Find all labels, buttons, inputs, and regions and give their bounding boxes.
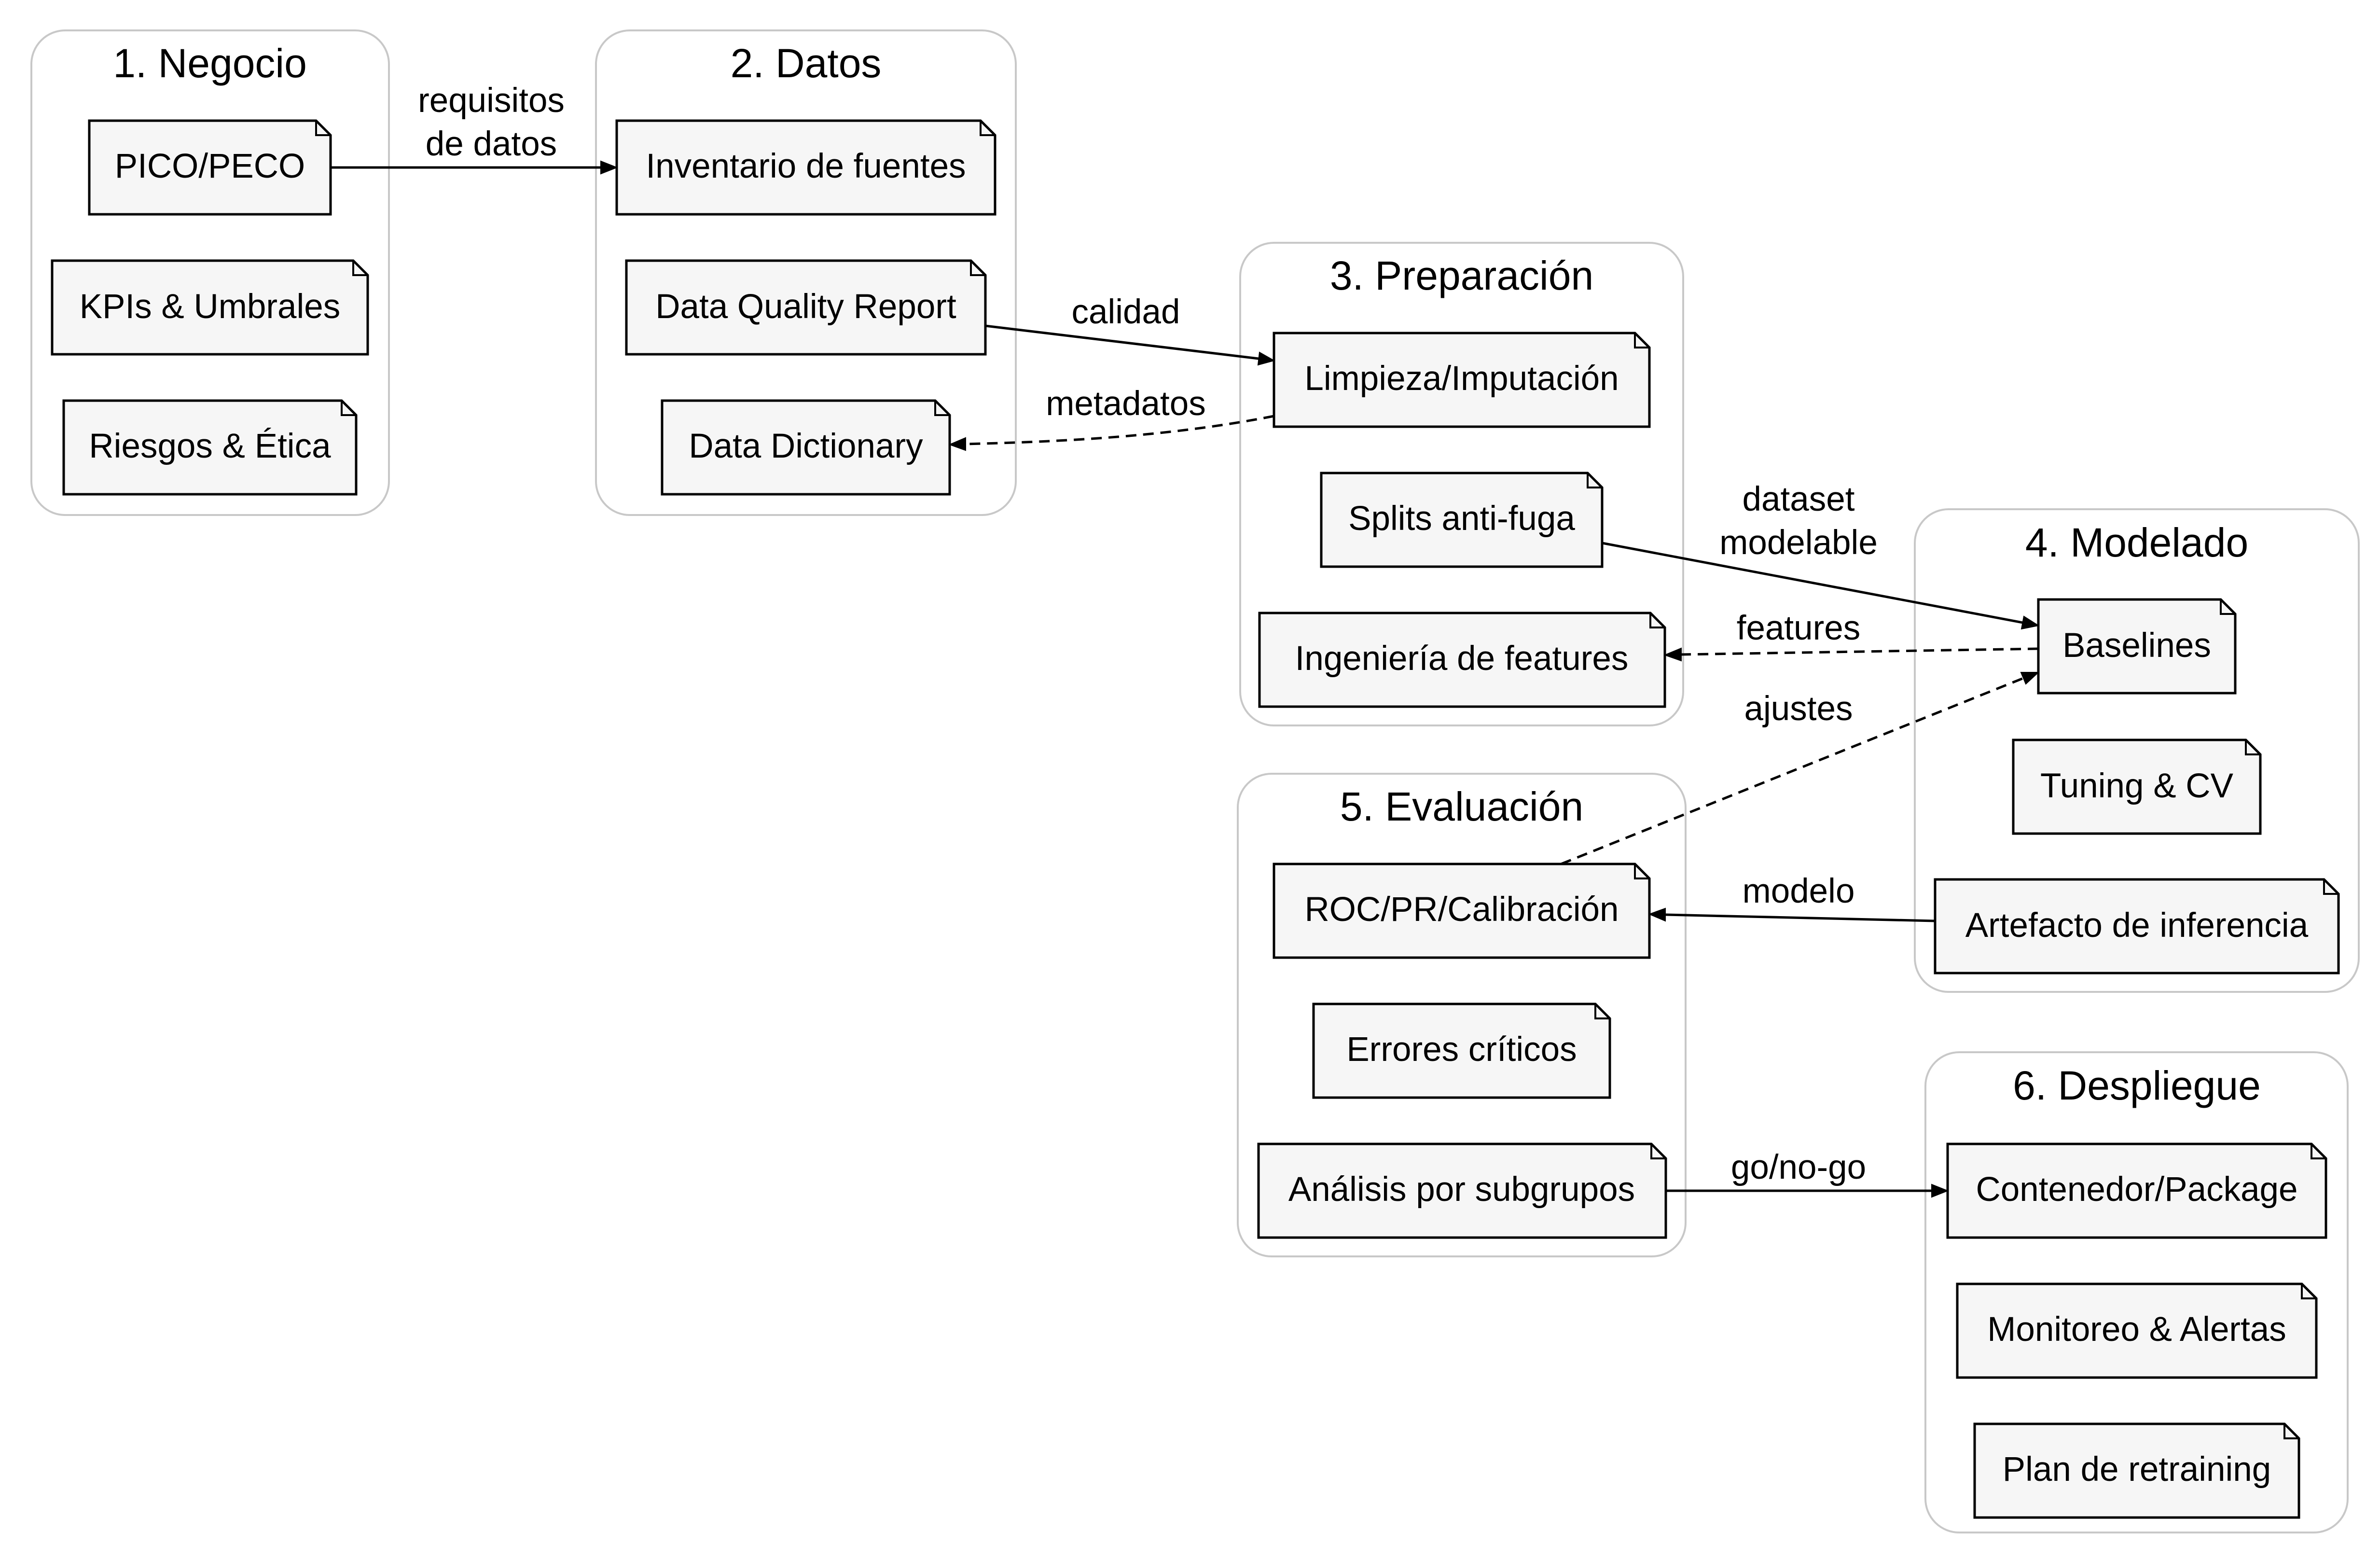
node-label-contenedor: Contenedor/Package [1976,1170,2297,1209]
node-monitoreo: Monitoreo & Alertas [1956,1282,2318,1379]
node-label-dqr: Data Quality Report [655,288,956,326]
edge-label-ajustes: ajustes [1744,690,1853,728]
node-baselines: Baselines [2037,598,2237,695]
edge-label-gonogo: go/no-go [1731,1148,1866,1186]
node-kpis: KPIs & Umbrales [51,259,369,356]
node-retraining: Plan de retraining [1973,1422,2300,1519]
edge-label-metadatos: metadatos [1046,385,1206,423]
node-label-baselines: Baselines [2062,627,2211,665]
node-limpieza: Limpieza/Imputación [1273,332,1651,428]
node-splits: Splits anti-fuga [1320,472,1604,568]
node-label-limpieza: Limpieza/Imputación [1304,360,1619,398]
node-label-roc: ROC/PR/Calibración [1304,891,1619,929]
node-label-kpis: KPIs & Umbrales [80,288,341,326]
node-label-dictionary: Data Dictionary [689,427,923,465]
edge-calidad: calidad [985,293,1275,366]
node-label-pico: PICO/PECO [115,147,305,185]
edge-ajustes: ajustes [1561,672,2040,865]
edge-label-modelo: modelo [1743,872,1855,910]
cluster-title-datos: 2. Datos [731,41,882,86]
edge-requisitos: requisitos de datos [331,82,618,175]
node-riesgos: Riesgos & Ética [62,399,358,496]
node-label-subgrupos: Análisis por subgrupos [1288,1170,1635,1209]
node-label-ingenieria: Ingeniería de features [1295,640,1629,678]
node-subgrupos: Análisis por subgrupos [1257,1142,1667,1239]
edge-label-calidad: calidad [1072,293,1180,331]
node-label-errores: Errores críticos [1346,1031,1577,1069]
node-roc: ROC/PR/Calibración [1273,863,1651,959]
edge-features: features [1663,609,2039,662]
node-dictionary: Data Dictionary [661,399,951,496]
edge-label-requisitos-line1: requisitos [418,82,565,120]
edge-gonogo: go/no-go [1666,1148,1949,1198]
cluster-title-negocio: 1. Negocio [113,41,307,86]
edge-modelo: modelo [1648,872,1936,922]
node-label-retraining: Plan de retraining [2003,1450,2271,1489]
node-label-monitoreo: Monitoreo & Alertas [1987,1310,2286,1349]
node-label-riesgos: Riesgos & Ética [89,427,331,465]
node-contenedor: Contenedor/Package [1946,1142,2327,1239]
node-ingenieria: Ingeniería de features [1258,612,1666,708]
node-dqr: Data Quality Report [625,259,987,356]
node-label-splits: Splits anti-fuga [1348,500,1575,538]
node-pico: PICO/PECO [88,119,332,216]
node-errores: Errores críticos [1312,1003,1611,1099]
edge-label-dataset-line2: modelable [1719,524,1878,562]
cluster-title-preparacion: 3. Preparación [1330,253,1593,298]
edge-label-requisitos-line2: de datos [426,125,557,163]
edge-label-dataset-line1: dataset [1743,480,1855,518]
cluster-title-despliegue: 6. Despliegue [2013,1063,2261,1108]
cluster-title-modelado: 4. Modelado [2025,520,2248,565]
node-label-artefacto: Artefacto de inferencia [1965,906,2309,945]
edge-metadatos: metadatos [948,385,1274,451]
node-artefacto: Artefacto de inferencia [1934,878,2340,975]
node-inventario: Inventario de fuentes [615,119,996,216]
edge-dataset: dataset modelable [1602,480,2040,630]
node-label-tuning: Tuning & CV [2040,767,2234,805]
edge-label-features: features [1737,609,1861,647]
cluster-title-evaluacion: 5. Evaluación [1340,784,1583,829]
node-label-inventario: Inventario de fuentes [646,147,966,185]
node-tuning: Tuning & CV [2012,738,2262,835]
